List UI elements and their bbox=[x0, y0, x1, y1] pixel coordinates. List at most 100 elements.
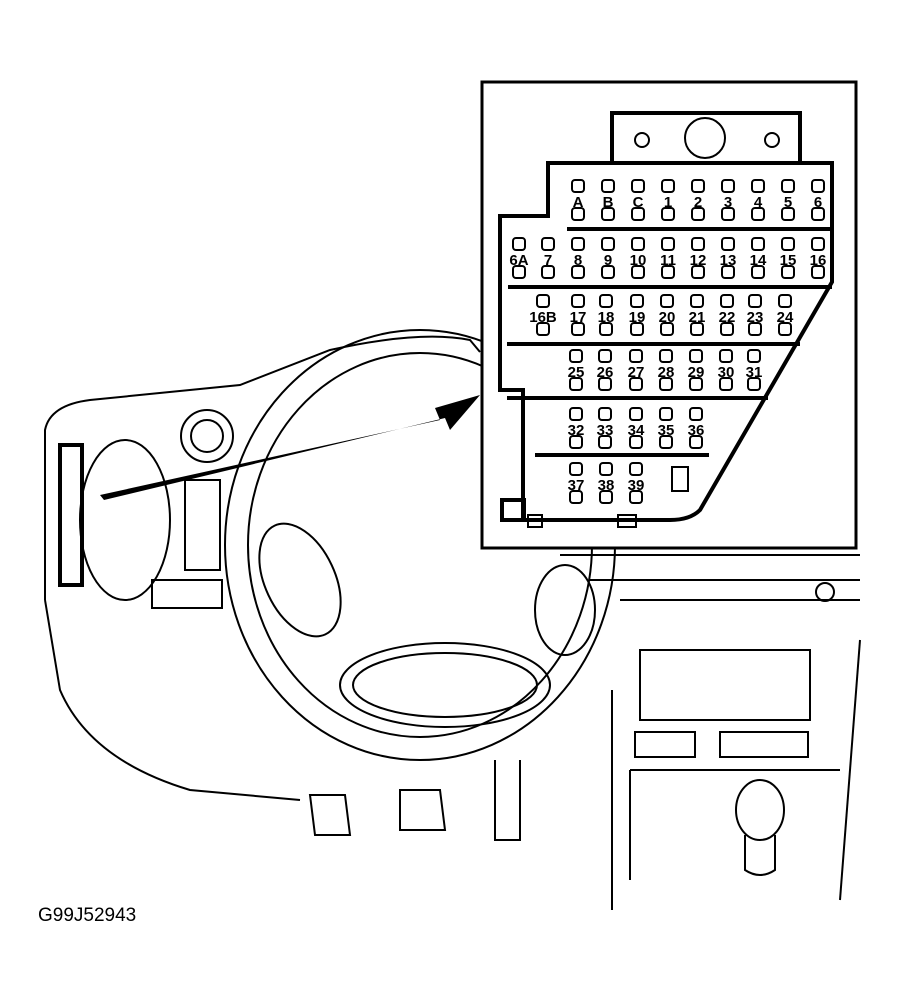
fuse-22: 22 bbox=[719, 294, 735, 336]
fuse-terminal bbox=[601, 237, 615, 251]
fuse-label: 35 bbox=[658, 422, 675, 439]
fuse-2: 2 bbox=[691, 179, 705, 221]
fuse-terminal bbox=[661, 237, 675, 251]
fuse-4: 4 bbox=[751, 179, 765, 221]
fuse-terminal bbox=[748, 294, 762, 308]
fuse-24: 24 bbox=[777, 294, 794, 336]
fuse-terminal bbox=[569, 377, 583, 391]
fuse-5: 5 bbox=[781, 179, 795, 221]
fuse-terminal bbox=[691, 179, 705, 193]
fuse-28: 28 bbox=[658, 349, 674, 391]
fuse-35: 35 bbox=[658, 407, 675, 449]
fuse-25: 25 bbox=[568, 349, 585, 391]
fuse-terminal bbox=[778, 322, 792, 336]
fuse-terminal bbox=[721, 207, 735, 221]
fuse-30: 30 bbox=[718, 349, 734, 391]
fuse-20: 20 bbox=[659, 294, 676, 336]
fuse-terminal bbox=[659, 349, 673, 363]
fuse-38: 38 bbox=[598, 462, 615, 504]
fuse-terminal bbox=[811, 265, 825, 279]
fuse-terminal bbox=[781, 237, 795, 251]
fuse-terminal bbox=[661, 265, 675, 279]
fuse-21: 21 bbox=[689, 294, 705, 336]
fuse-terminal bbox=[751, 179, 765, 193]
dashboard-drawing bbox=[44, 329, 861, 910]
fuse-label: 14 bbox=[750, 252, 767, 269]
fuse-12: 12 bbox=[690, 237, 707, 279]
fuse-label: 25 bbox=[568, 364, 585, 381]
fuse-terminal bbox=[629, 377, 643, 391]
fuse-label: 9 bbox=[604, 252, 612, 269]
fuse-6a: 6A bbox=[509, 237, 529, 279]
fuse-terminal bbox=[659, 435, 673, 449]
fuse-terminal bbox=[599, 294, 613, 308]
fuse-1: 1 bbox=[661, 179, 675, 221]
fuse-terminal bbox=[601, 207, 615, 221]
fuse-terminal bbox=[629, 435, 643, 449]
fuse-terminal bbox=[778, 294, 792, 308]
fuse-terminal bbox=[571, 179, 585, 193]
fuse-terminal bbox=[569, 349, 583, 363]
fuse-label: 19 bbox=[629, 309, 646, 326]
fuse-label: 33 bbox=[597, 422, 614, 439]
fuse-label: 5 bbox=[784, 194, 792, 211]
fuse-terminal bbox=[690, 322, 704, 336]
fuse-terminal bbox=[748, 322, 762, 336]
fuse-label: 12 bbox=[690, 252, 707, 269]
fuse-terminal bbox=[631, 237, 645, 251]
fuse-label: 20 bbox=[659, 309, 676, 326]
fuse-label: 17 bbox=[570, 309, 587, 326]
fuse-terminal bbox=[691, 237, 705, 251]
fuse-10: 10 bbox=[630, 237, 647, 279]
fuse-9: 9 bbox=[601, 237, 615, 279]
fuse-13: 13 bbox=[720, 237, 737, 279]
fuse-terminal bbox=[721, 265, 735, 279]
fuse-label: 26 bbox=[597, 364, 614, 381]
fuse-17: 17 bbox=[570, 294, 587, 336]
fuse-label: 2 bbox=[694, 194, 702, 211]
fuse-label: 34 bbox=[628, 422, 645, 439]
fuse-label: 36 bbox=[688, 422, 705, 439]
fuse-terminal bbox=[719, 349, 733, 363]
fuse-label: 3 bbox=[724, 194, 732, 211]
fuse-14: 14 bbox=[750, 237, 767, 279]
fuse-terminal bbox=[781, 265, 795, 279]
figure-code: G99J52943 bbox=[38, 905, 137, 926]
fuse-31: 31 bbox=[746, 349, 763, 391]
fuse-terminal bbox=[661, 207, 675, 221]
fuse-terminal bbox=[689, 377, 703, 391]
fuse-terminal bbox=[689, 435, 703, 449]
fuse-terminal bbox=[601, 265, 615, 279]
fuse-terminal bbox=[541, 237, 555, 251]
fuse-label: 8 bbox=[574, 252, 582, 269]
fuse-label: 13 bbox=[720, 252, 737, 269]
fuse-terminal bbox=[747, 349, 761, 363]
fuse-label: 38 bbox=[598, 477, 615, 494]
fuse-label: 7 bbox=[544, 252, 552, 269]
fuse-label: 10 bbox=[630, 252, 647, 269]
fuse-terminal bbox=[661, 179, 675, 193]
fuse-terminal bbox=[660, 294, 674, 308]
fuse-terminal bbox=[629, 462, 643, 476]
fuse-label: 6 bbox=[814, 194, 822, 211]
fuse-label: 6A bbox=[509, 252, 528, 269]
fuse-11: 11 bbox=[660, 237, 676, 279]
fuse-terminal bbox=[630, 294, 644, 308]
fuse-label: B bbox=[603, 194, 614, 211]
fuse-terminal bbox=[512, 265, 526, 279]
fuse-label: 11 bbox=[660, 252, 676, 269]
fuse-label: 31 bbox=[746, 364, 763, 381]
fuse-terminal bbox=[631, 265, 645, 279]
fuse-label: 23 bbox=[747, 309, 764, 326]
fuse-label: 15 bbox=[780, 252, 797, 269]
fuse-label: 16B bbox=[529, 309, 557, 326]
fuse-8: 8 bbox=[571, 237, 585, 279]
fuse-terminal bbox=[719, 377, 733, 391]
fuse-terminal bbox=[691, 265, 705, 279]
fuse-terminal bbox=[629, 349, 643, 363]
fuse-16b: 16B bbox=[529, 294, 557, 336]
fuse-34: 34 bbox=[628, 407, 645, 449]
fuse-label: 24 bbox=[777, 309, 794, 326]
fuse-terminal bbox=[690, 294, 704, 308]
